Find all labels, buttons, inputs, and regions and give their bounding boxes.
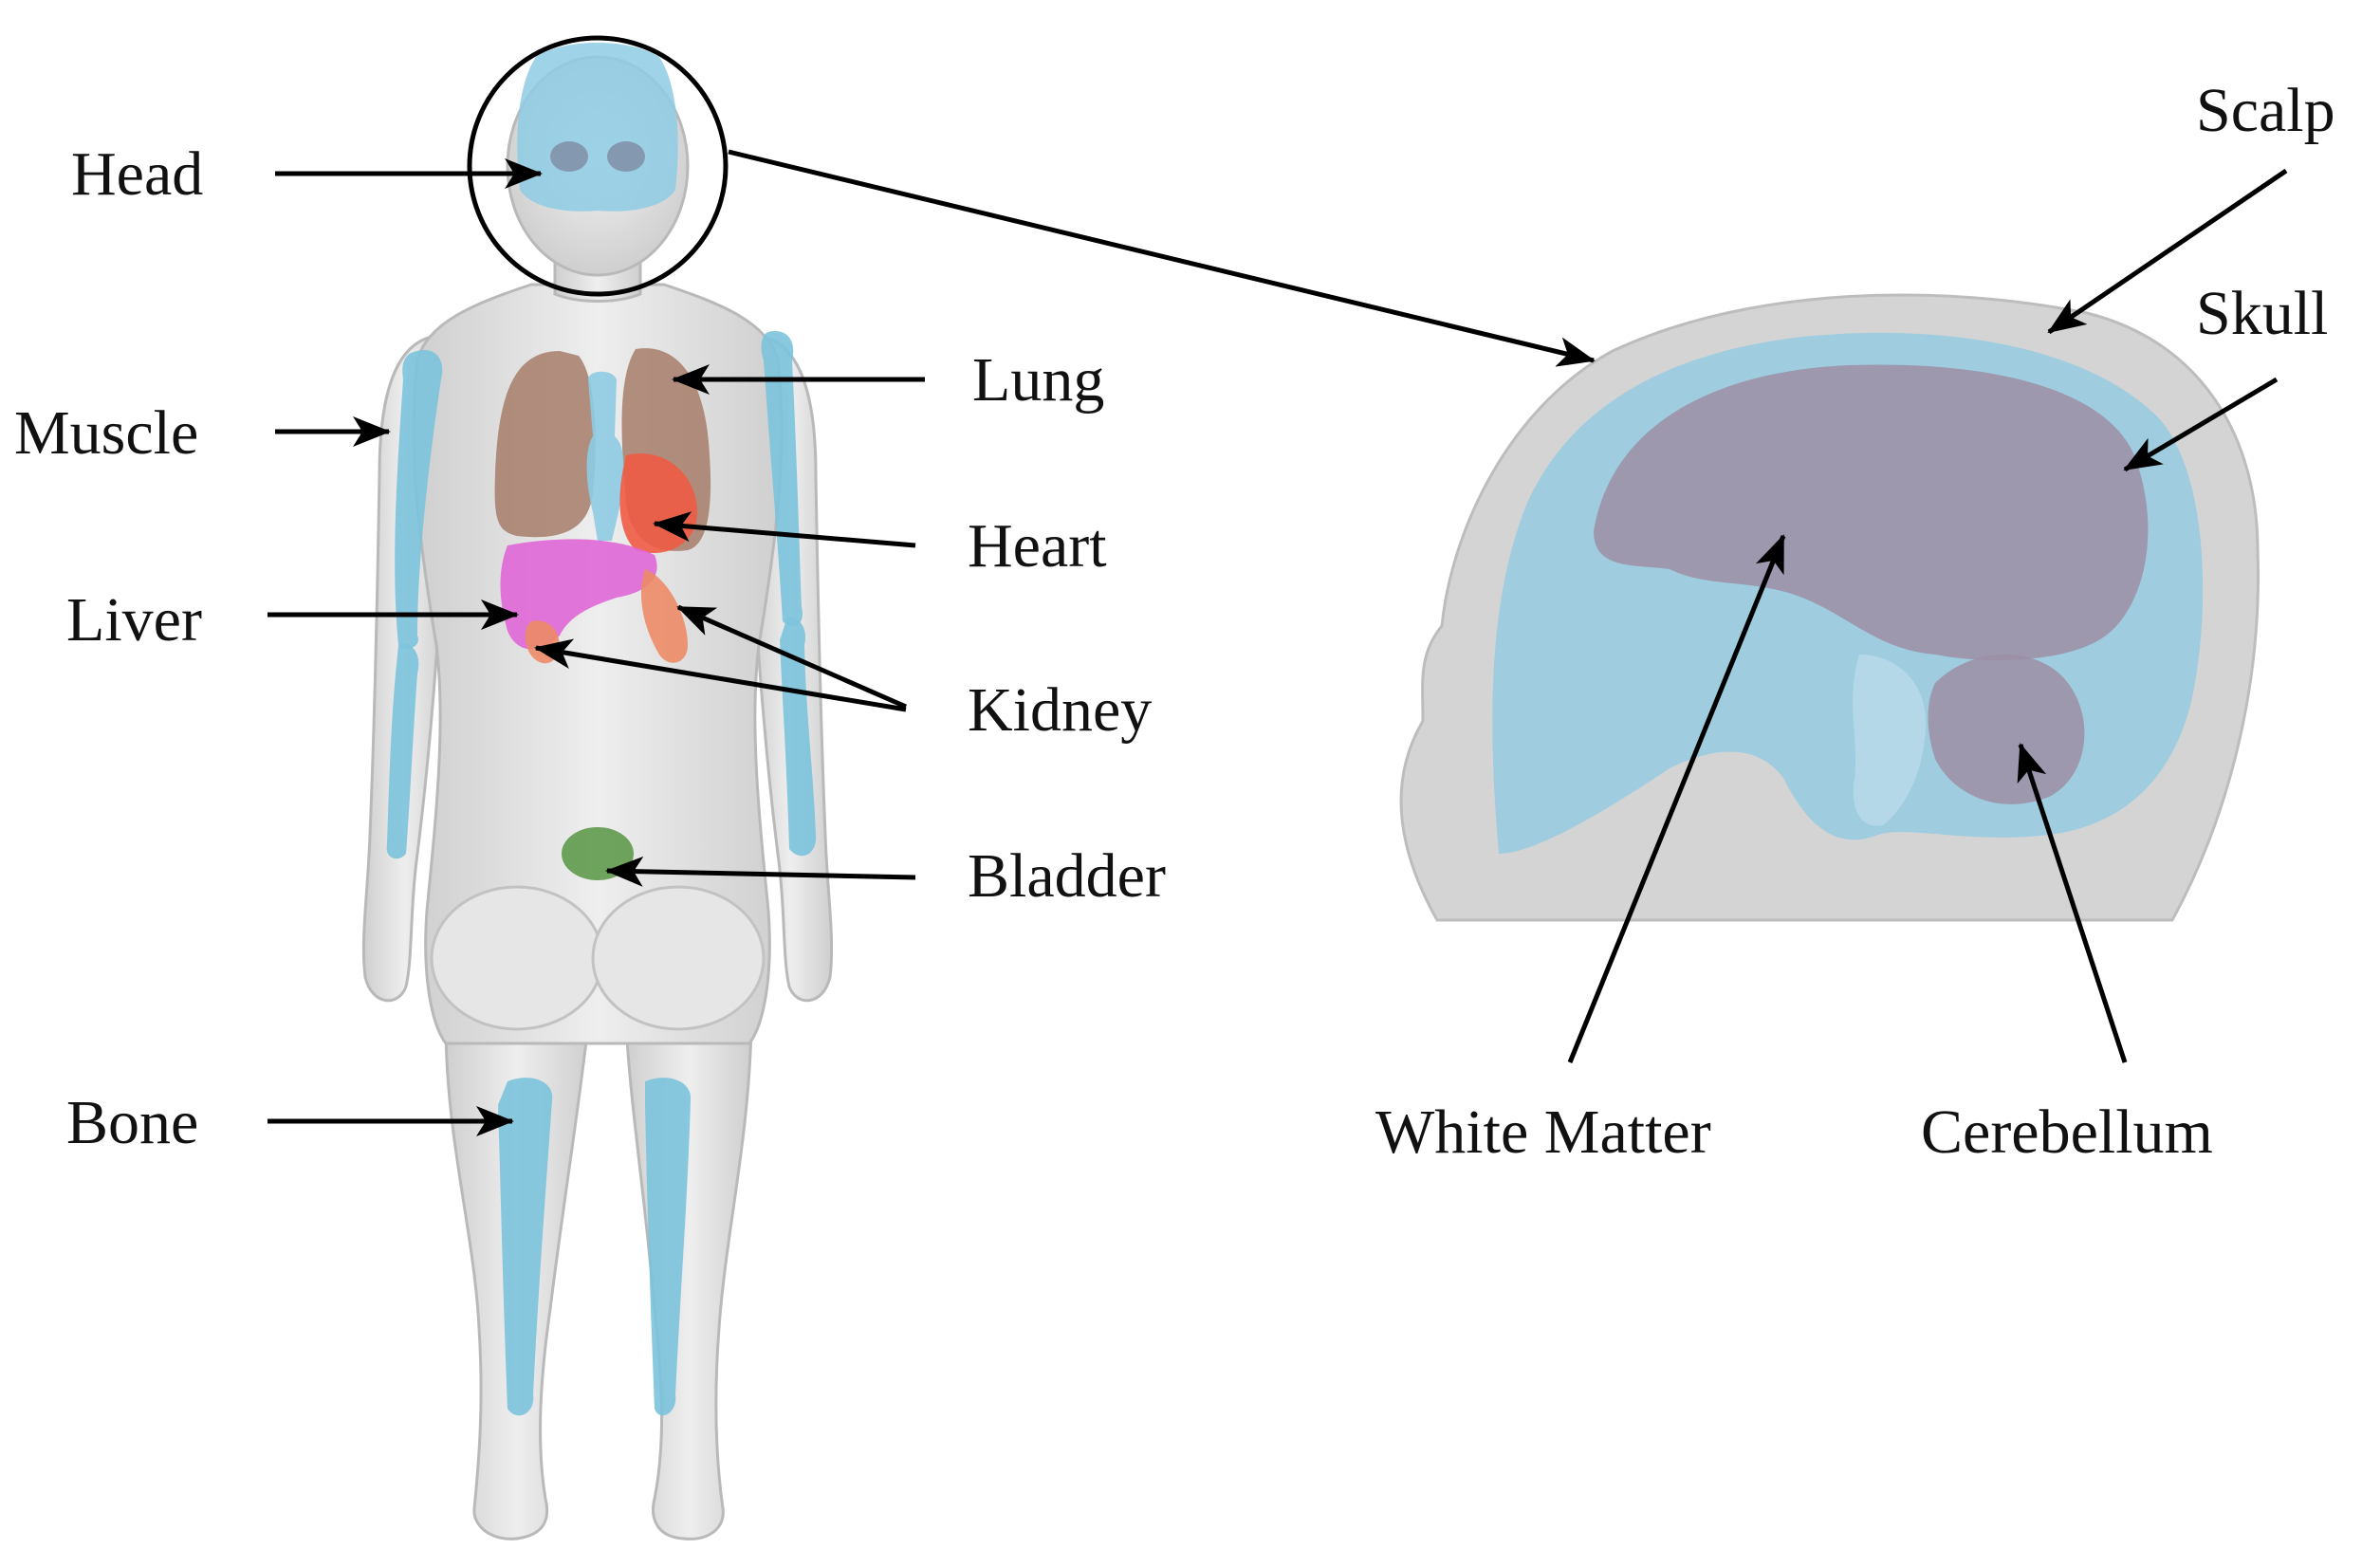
trachea bbox=[586, 371, 624, 541]
label-skull: Skull bbox=[2196, 279, 2328, 348]
arrow-kidney-2 bbox=[534, 638, 907, 712]
skull-front bbox=[517, 43, 678, 212]
label-white-matter: White Matter bbox=[1375, 1098, 1711, 1167]
label-bladder: Bladder bbox=[968, 841, 1166, 911]
kidney-right bbox=[640, 569, 688, 663]
arrow-heart bbox=[653, 511, 916, 548]
label-head: Head bbox=[71, 139, 203, 209]
arrow-white-matter bbox=[1567, 534, 1786, 1063]
lung-left bbox=[494, 351, 596, 538]
bone-arm-right bbox=[761, 331, 803, 626]
label-scalp: Scalp bbox=[2196, 76, 2335, 145]
brainstem bbox=[1853, 655, 1926, 826]
hip-left bbox=[430, 885, 604, 1031]
label-heart: Heart bbox=[968, 511, 1107, 581]
head-highlight-circle bbox=[467, 35, 729, 297]
brain-cerebrum bbox=[1594, 364, 2149, 660]
bone-forearm-left bbox=[386, 644, 419, 859]
bone-thigh-right bbox=[645, 1078, 692, 1416]
label-bone: Bone bbox=[66, 1088, 198, 1157]
labels: Head Muscle Liver Bone Lung Heart Kidney… bbox=[14, 76, 2335, 1167]
arrow-kidney-1 bbox=[676, 604, 908, 710]
head-detail bbox=[1399, 293, 2260, 922]
label-liver: Liver bbox=[66, 585, 202, 655]
label-lung: Lung bbox=[972, 345, 1104, 415]
arrow-cerebellum bbox=[2017, 743, 2128, 1063]
label-cerebellum: Cerebellum bbox=[1921, 1098, 2213, 1167]
label-kidney: Kidney bbox=[968, 675, 1152, 745]
arrow-scalp bbox=[2047, 168, 2288, 335]
hip-right bbox=[591, 885, 766, 1031]
arrow-zoom bbox=[728, 149, 1596, 367]
body-figure bbox=[361, 35, 834, 1540]
arrow-bladder bbox=[605, 856, 916, 887]
bone-thigh-left bbox=[498, 1078, 553, 1416]
arrows bbox=[268, 149, 2288, 1136]
eye-socket-right bbox=[607, 141, 645, 172]
bone-forearm-right bbox=[780, 617, 817, 857]
arrow-skull bbox=[2123, 377, 2279, 472]
label-muscle: Muscle bbox=[14, 398, 198, 468]
bone-arm-left bbox=[395, 350, 443, 650]
eye-socket-left bbox=[550, 141, 588, 172]
